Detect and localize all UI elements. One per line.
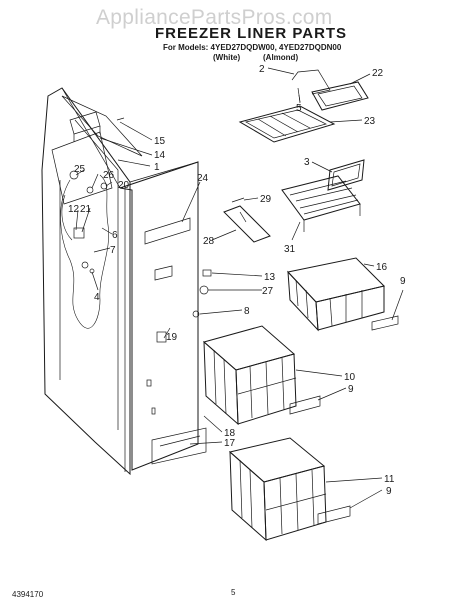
- callout-14: 14: [154, 150, 166, 161]
- baskets: [202, 257, 399, 542]
- callout-29: 29: [260, 194, 272, 205]
- document-number: 4394170: [12, 590, 44, 599]
- page-number: 5: [231, 588, 236, 597]
- callouts: 2 22 5 23 15 14 1 25 26 20 3 24 29 12 21…: [68, 64, 406, 497]
- callout-15: 15: [154, 136, 166, 147]
- callout-21: 21: [80, 204, 92, 215]
- callout-4: 4: [94, 292, 100, 303]
- variant-white: (White): [213, 53, 241, 62]
- callout-2: 2: [259, 64, 265, 75]
- callout-7: 7: [110, 245, 116, 256]
- callout-26: 26: [103, 170, 115, 181]
- variant-almond: (Almond): [263, 53, 299, 62]
- callout-19: 19: [166, 332, 178, 343]
- callout-23: 23: [364, 116, 376, 127]
- callout-22: 22: [372, 68, 384, 79]
- callout-17: 17: [224, 438, 236, 449]
- freezer-liner: [41, 87, 207, 476]
- callout-16: 16: [376, 262, 388, 273]
- models-line: For Models: 4YED27DQDW00, 4YED27DQDN00: [163, 43, 342, 52]
- callout-28: 28: [203, 236, 215, 247]
- callout-6: 6: [112, 230, 118, 241]
- callout-31: 31: [284, 244, 296, 255]
- callout-1: 1: [154, 162, 160, 173]
- callout-9-upper: 9: [400, 276, 406, 287]
- callout-27: 27: [262, 286, 274, 297]
- callout-10: 10: [344, 372, 356, 383]
- callout-5: 5: [296, 103, 302, 114]
- callout-11: 11: [384, 474, 395, 485]
- leader-lines: [75, 67, 404, 509]
- callout-9-lower: 9: [386, 486, 392, 497]
- callout-18: 18: [224, 428, 236, 439]
- callout-3: 3: [304, 157, 310, 168]
- shelf-assembly: [154, 69, 369, 318]
- diagram-title: FREEZER LINER PARTS: [155, 25, 348, 42]
- callout-13: 13: [264, 272, 276, 283]
- callout-12: 12: [68, 204, 80, 215]
- callout-25: 25: [74, 164, 86, 175]
- callout-9-middle: 9: [348, 384, 354, 395]
- callout-8: 8: [244, 306, 250, 317]
- watermark: AppliancePartsPros.com: [96, 6, 333, 29]
- callout-20: 20: [118, 180, 130, 191]
- callout-24: 24: [197, 173, 209, 184]
